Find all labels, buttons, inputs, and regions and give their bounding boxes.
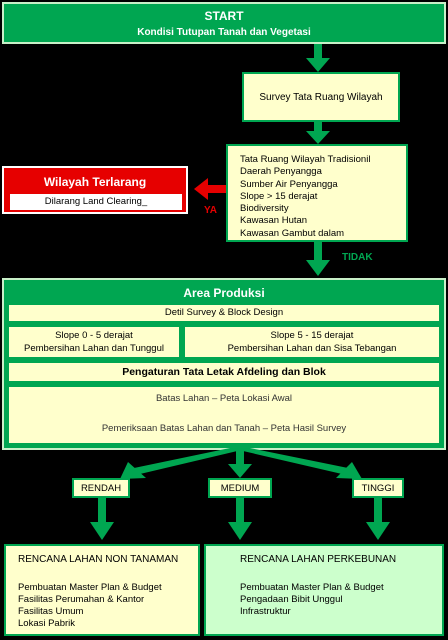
start-subtitle: Kondisi Tutupan Tanah dan Vegetasi [137,27,311,38]
criteria-item: Biodiversity [240,203,289,215]
pengaturan-box: Pengaturan Tata Letak Afdeling dan Blok [8,362,440,382]
area-produksi: Area Produksi Detil Survey & Block Desig… [2,278,446,450]
arrow-down-icon [306,242,330,276]
non-tanaman-list: Pembuatan Master Plan & Budget Fasilitas… [18,582,162,630]
slope-b-line1: Slope 5 - 15 derajat [270,330,354,341]
start-title: START [204,9,244,23]
perkebunan-title: RENCANA LAHAN PERKEBUNAN [240,554,397,565]
arrow-left-icon [194,178,226,200]
survey-box: Survey Tata Ruang Wilayah [242,72,400,122]
non-tanaman-item: Pembuatan Master Plan & Budget [18,582,162,593]
level-medium: MEDIUM [208,478,272,498]
criteria-item: Kawasan Hutan [240,215,308,227]
criteria-item: Tata Ruang Wilayah Tradisionil [240,154,371,165]
decision-ya: YA [204,205,217,216]
arrow-down-icon [306,122,330,144]
area-title: Area Produksi [183,286,265,300]
non-tanaman-item: Fasilitas Perumahan & Kantor [18,594,145,605]
slope-b-line2: Pembersihan Lahan dan Sisa Tebangan [227,343,397,354]
arrow-down-icon [90,498,114,540]
perkebunan-item: Infrastruktur [240,606,291,617]
criteria-box: Tata Ruang Wilayah Tradisionil Daerah Pe… [226,144,408,242]
non-tanaman-item: Lokasi Pabrik [18,618,76,629]
slope-b-box: Slope 5 - 15 derajat Pembersihan Lahan d… [184,326,440,358]
slope-a-line1: Slope 0 - 5 derajat [55,330,133,341]
detil-label: Detil Survey & Block Design [164,307,284,318]
perkebunan-box: RENCANA LAHAN PERKEBUNAN Pembuatan Maste… [204,544,444,636]
branch-arrows [120,448,362,479]
pengaturan-label: Pengaturan Tata Letak Afdeling dan Blok [122,366,326,378]
criteria-list: Tata Ruang Wilayah Tradisionil Daerah Pe… [240,154,370,240]
perkebunan-item: Pembuatan Master Plan & Budget [240,582,384,593]
start-box: START Kondisi Tutupan Tanah dan Vegetasi [2,2,446,44]
criteria-item: Slope > 15 derajat [240,190,318,202]
criteria-item: Sumber Air Penyangga [240,178,338,190]
perkebunan-list: Pembuatan Master Plan & Budget Pengadaan… [240,582,384,618]
level-medium-label: MEDIUM [220,483,260,494]
batas-box: Batas Lahan – Peta Lokasi Awal Pemeriksa… [8,386,440,444]
terlarang-note-box: Dilarang Land Clearing_ [10,194,182,210]
level-rendah: RENDAH [72,478,130,498]
level-rendah-label: RENDAH [80,483,122,494]
non-tanaman-item: Fasilitas Umum [18,606,84,617]
criteria-item: Kawasan Gambut dalam [240,227,345,239]
slope-a-box: Slope 0 - 5 derajat Pembersihan Lahan da… [8,326,180,358]
level-tinggi-label: TINGGI [361,483,395,494]
perkebunan-item: Pengadaan Bibit Unggul [240,594,343,605]
batas-line2: Pemeriksaan Batas Lahan dan Tanah – Peta… [101,423,347,434]
decision-tidak: TIDAK [342,252,373,263]
non-tanaman-box: RENCANA LAHAN NON TANAMAN Pembuatan Mast… [4,544,200,636]
survey-label: Survey Tata Ruang Wilayah [259,92,383,103]
arrow-down-icon [228,498,252,540]
terlarang-box: Wilayah Terlarang Dilarang Land Clearing… [2,166,188,214]
criteria-item: Daerah Penyangga [240,166,322,178]
terlarang-title: Wilayah Terlarang [43,175,147,189]
batas-line1: Batas Lahan – Peta Lokasi Awal [155,393,293,404]
detil-box: Detil Survey & Block Design [8,304,440,322]
non-tanaman-title: RENCANA LAHAN NON TANAMAN [18,554,179,565]
terlarang-note: Dilarang Land Clearing_ [44,196,148,207]
level-tinggi: TINGGI [352,478,404,498]
arrow-down-icon [366,498,390,540]
arrow-down-icon [306,44,330,72]
slope-a-line2: Pembersihan Lahan dan Tunggul [24,343,164,354]
